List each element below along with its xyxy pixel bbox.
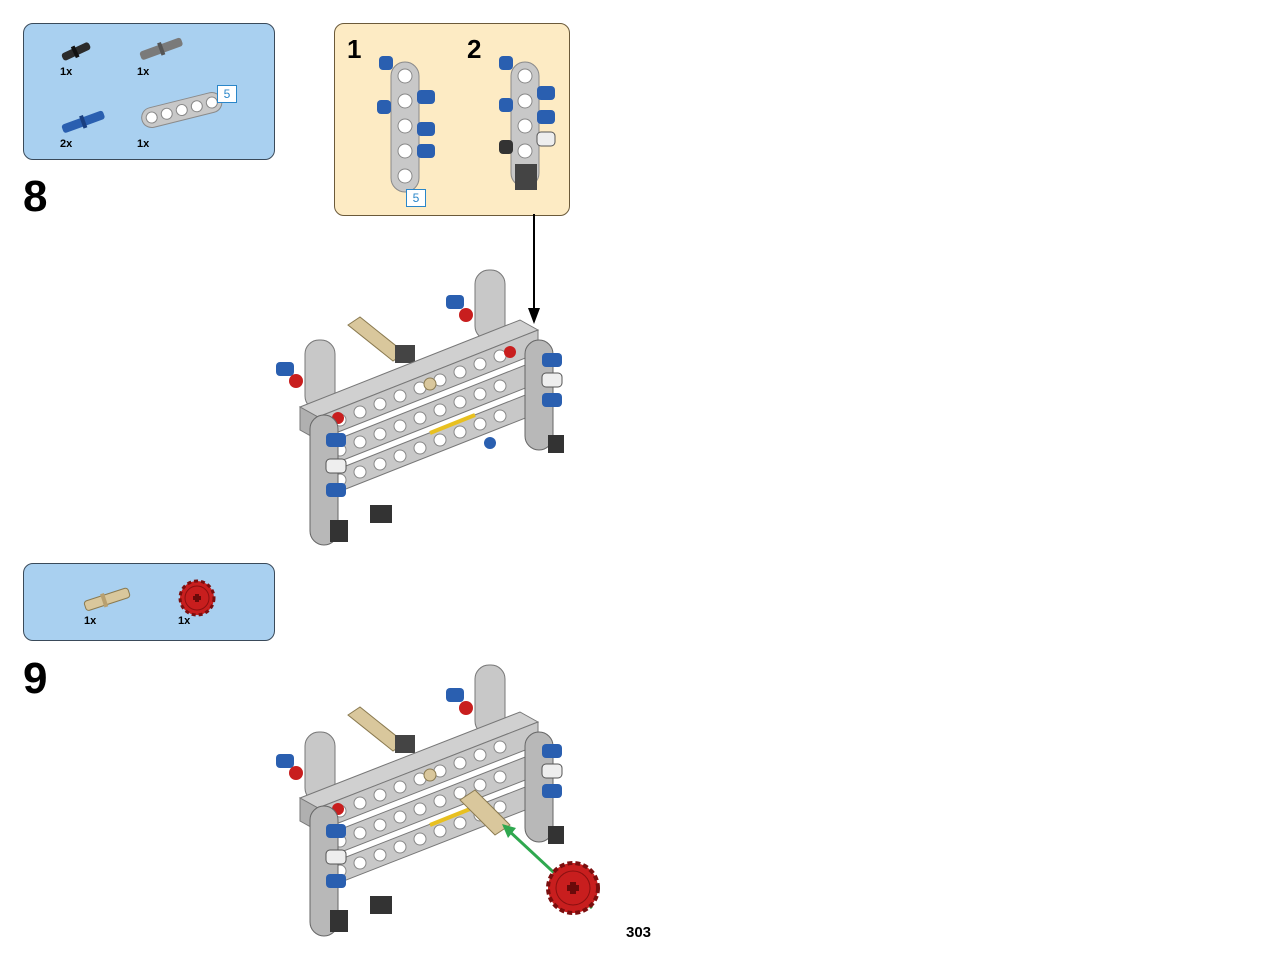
assembly-model-icon bbox=[276, 664, 600, 937]
part-qty: 1x bbox=[178, 615, 191, 627]
subassembly-box: 1 2 5 bbox=[334, 23, 570, 216]
step-number: 8 bbox=[23, 172, 48, 221]
assembly-model-icon bbox=[276, 269, 564, 546]
step9-parts-box: 1x 1x bbox=[23, 563, 275, 641]
subassembly-beam-icon bbox=[377, 56, 435, 193]
part-qty: 1x bbox=[60, 66, 73, 78]
part-qty: 1x bbox=[84, 615, 97, 627]
black-pin-icon bbox=[61, 42, 91, 61]
page-number: 303 bbox=[626, 924, 652, 941]
beam-length-badge: 5 bbox=[406, 189, 426, 207]
beam-length-badge: 5 bbox=[217, 85, 237, 103]
blue-pin-icon bbox=[61, 110, 105, 133]
part-qty: 1x bbox=[137, 138, 150, 150]
down-arrow-icon bbox=[528, 214, 540, 324]
part-qty: 1x bbox=[137, 66, 150, 78]
red-gear-icon bbox=[178, 579, 216, 617]
gray-axle-pin-icon bbox=[139, 37, 183, 60]
subassembly-beam-icon bbox=[499, 56, 556, 190]
beam-icon bbox=[141, 92, 223, 129]
substep-number: 1 bbox=[347, 34, 362, 64]
tan-axle-pin-icon bbox=[83, 587, 131, 611]
part-qty: 2x bbox=[60, 138, 73, 150]
step8-parts-box: 1x 1x 2x 1x 5 bbox=[23, 23, 275, 160]
substep-number: 2 bbox=[467, 34, 482, 64]
step-number: 9 bbox=[23, 654, 48, 703]
